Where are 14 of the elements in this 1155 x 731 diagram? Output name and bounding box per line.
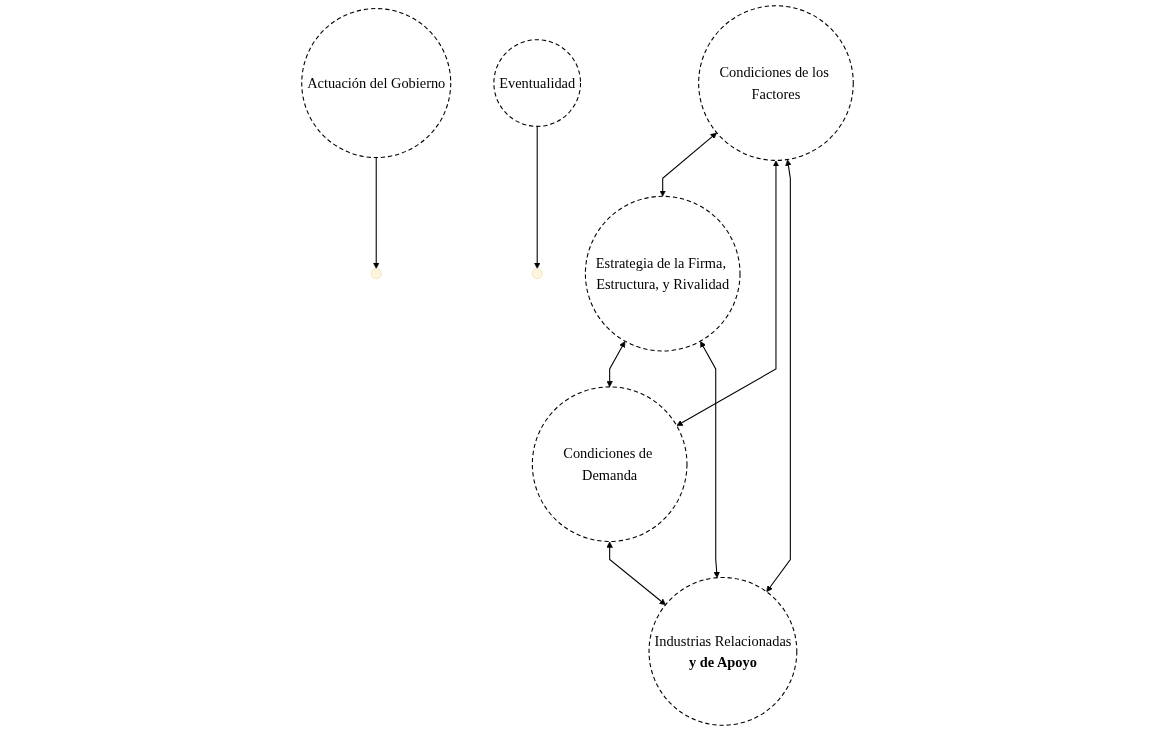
arrow (700, 341, 720, 578)
node-circle: Eventualidad (493, 39, 582, 127)
node-circle: Condiciones de los Factores (698, 5, 854, 161)
node-circle: Industrias Relacionadas y de Apoyo (648, 576, 798, 726)
arrow (373, 157, 380, 269)
arrow (534, 125, 541, 269)
arrow (659, 132, 717, 197)
arrow (606, 341, 626, 388)
node-circle: Actuación del Gobierno (301, 8, 452, 159)
arrow (676, 160, 780, 427)
arrow (606, 541, 666, 606)
arrow (766, 159, 792, 593)
node-circle: Estrategia de la Firma, Estructura, y Rivalidad (584, 195, 741, 352)
node-circle: Condiciones de Demanda (531, 386, 688, 543)
